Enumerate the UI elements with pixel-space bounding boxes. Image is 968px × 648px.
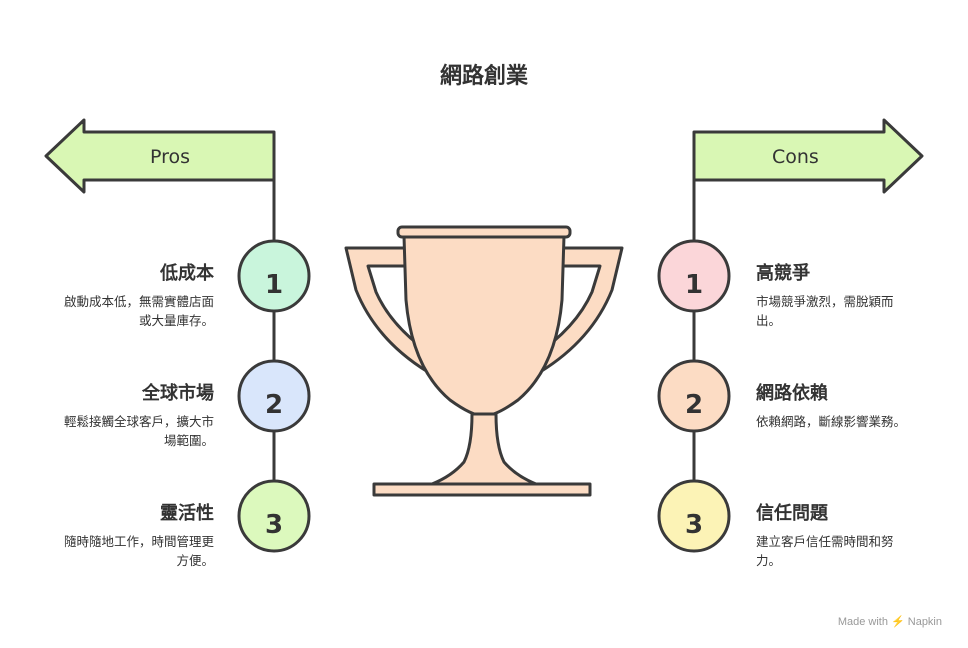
pros-item-desc-3: 隨時隨地工作，時間管理更方便。 bbox=[63, 534, 214, 568]
trophy-stem bbox=[430, 412, 538, 486]
trophy-cup bbox=[402, 234, 566, 418]
cons-number-2: 2 bbox=[684, 390, 704, 420]
page-title: 網路創業 bbox=[439, 64, 528, 89]
cons-item-title-3: 信任問題 bbox=[756, 503, 828, 524]
cons-circle-3 bbox=[657, 479, 731, 553]
cons-item-desc-2: 依賴網路，斷線影響業務。 bbox=[756, 414, 907, 429]
trophy-rim bbox=[396, 225, 572, 239]
pros-arrow bbox=[44, 118, 276, 194]
pros-item-title-3: 靈活性 bbox=[160, 503, 214, 524]
cons-number-1: 1 bbox=[684, 270, 704, 300]
pros-circle-3 bbox=[237, 479, 311, 553]
pros-circle-2 bbox=[237, 359, 311, 433]
pros-number-1: 1 bbox=[264, 270, 284, 300]
cons-number-3: 3 bbox=[684, 510, 704, 540]
pros-item-title-1: 低成本 bbox=[160, 263, 214, 284]
pros-number-3: 3 bbox=[264, 510, 284, 540]
pros-item-desc-2: 輕鬆接觸全球客戶，擴大市場範圍。 bbox=[63, 414, 214, 448]
cons-arrow bbox=[692, 118, 924, 194]
pros-item-title-2: 全球市場 bbox=[142, 383, 214, 404]
cons-circle-2 bbox=[657, 359, 731, 433]
pros-item-desc-1: 啟動成本低，無需實體店面或大量庫存。 bbox=[63, 294, 214, 328]
cons-item-title-2: 網路依賴 bbox=[756, 383, 828, 404]
cons-label: Cons bbox=[772, 146, 819, 168]
pros-circle-1 bbox=[237, 239, 311, 313]
napkin-watermark: Made with ⚡ Napkin bbox=[837, 616, 942, 628]
cons-circle-1 bbox=[657, 239, 731, 313]
pros-number-2: 2 bbox=[264, 390, 284, 420]
trophy-base bbox=[372, 482, 592, 497]
cons-item-desc-1: 市場競爭激烈，需脫穎而出。 bbox=[756, 294, 894, 328]
cons-item-desc-3: 建立客戶信任需時間和努力。 bbox=[756, 534, 894, 568]
pros-label: Pros bbox=[150, 146, 191, 168]
trophy-icon bbox=[344, 225, 624, 497]
cons-item-title-1: 高競爭 bbox=[756, 263, 810, 284]
